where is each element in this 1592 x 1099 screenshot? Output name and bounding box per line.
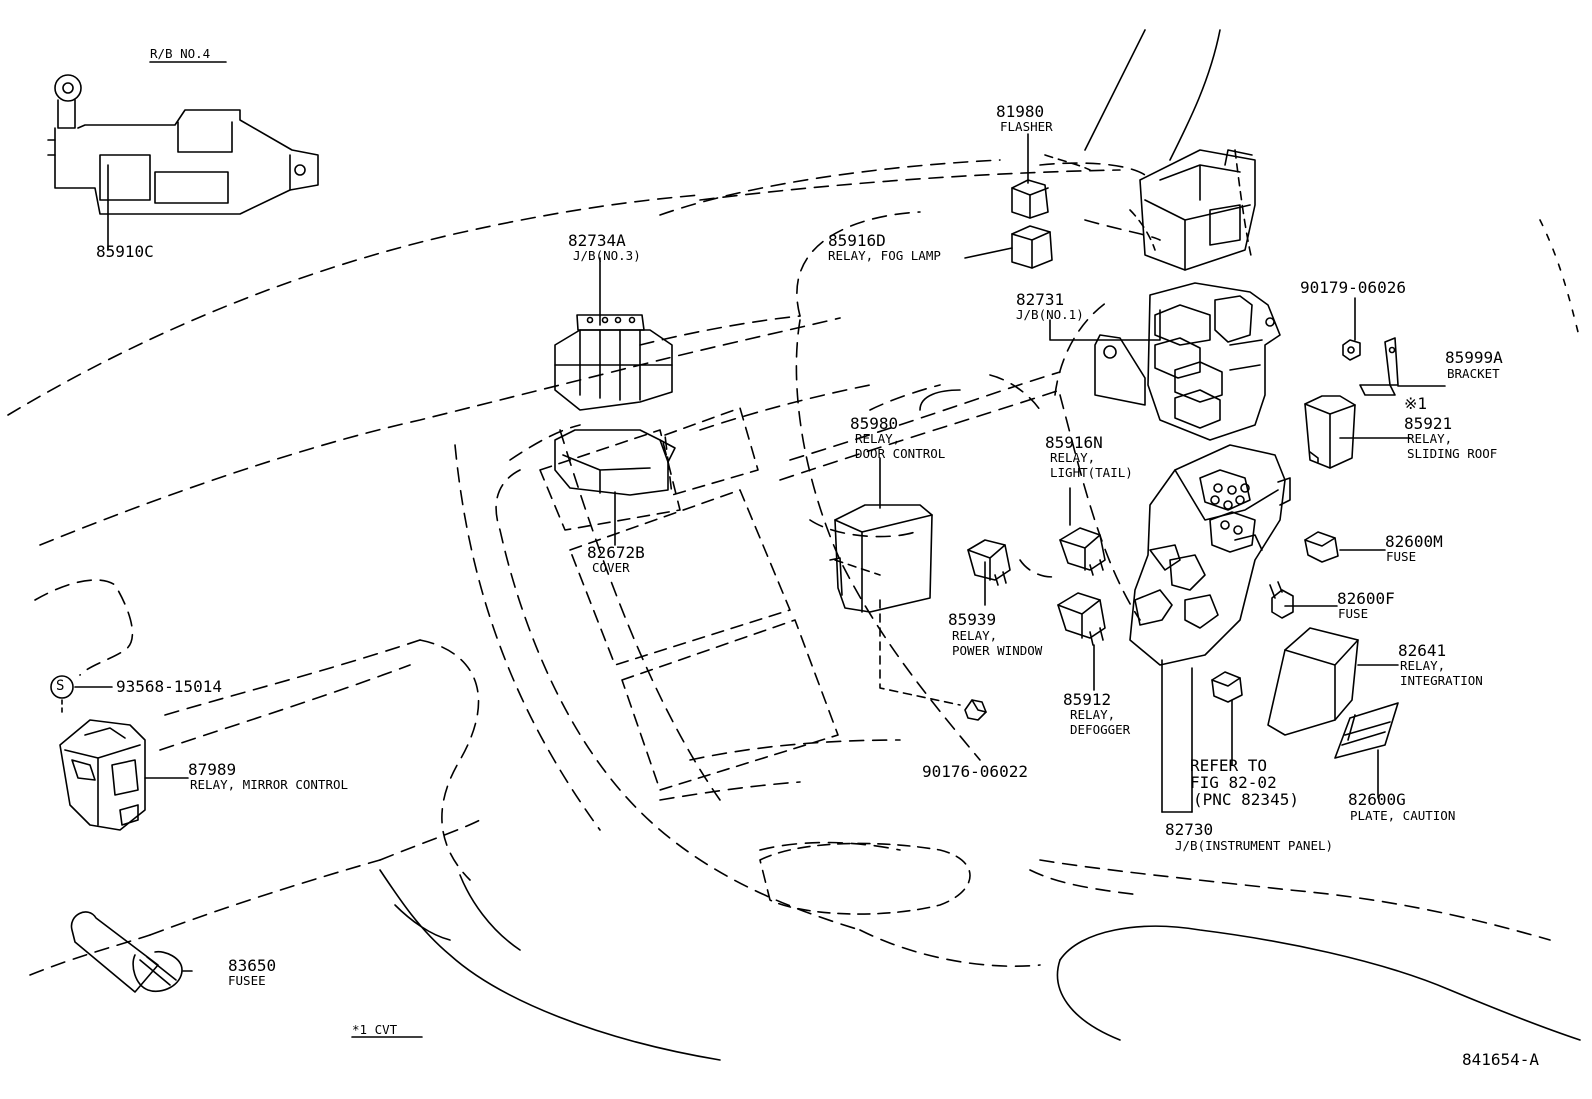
part-number-82731: 82731 [1016,290,1065,309]
dashed-leaders [834,149,1253,706]
bracket-85999a [1359,337,1399,396]
desc-87989: RELAY, MIRROR CONTROL [190,777,349,792]
desc-85916n-line2: LIGHT(TAIL) [1050,465,1133,480]
tail-light-relay-85916n [1059,527,1106,576]
part-number-87989: 87989 [188,760,237,779]
integration-relay-82641 [1267,627,1359,736]
desc-85921-line2: SLIDING ROOF [1407,446,1498,461]
panel-boxes [539,407,971,915]
fog-lamp-relay-85916d [1011,225,1053,269]
caution-plate-82600g [1334,702,1399,759]
desc-85921-line1: RELAY, [1407,431,1453,446]
part-number-82730: 82730 [1165,820,1214,839]
fuse-82600m [1304,531,1339,563]
note-marker-85921: ※1 [1404,394,1428,413]
part-number-90176: 90176-06022 [922,762,1028,781]
upper-junction-cluster [1139,149,1256,271]
desc-85912-line2: DEFOGGER [1070,722,1131,737]
part-number-82734a: 82734A [568,231,626,250]
screw-93568 [50,675,74,699]
desc-82600f: FUSE [1338,606,1369,621]
desc-85980-line1: RELAY, [855,431,901,446]
part-number-83650: 83650 [228,956,277,975]
figure-number: 841654-A [1462,1050,1540,1069]
clip-90176 [964,699,987,721]
desc-82734a: J/B(NO.3) [573,248,641,263]
dash-shell-lines [379,29,1581,1061]
cover-82672b [554,429,676,496]
door-control-relay-85980 [829,504,933,613]
desc-82672b: COVER [592,560,630,575]
part-number-85980: 85980 [850,414,899,433]
power-window-relay-85939 [967,539,1011,586]
part-number-82600f: 82600F [1337,589,1395,608]
desc-82600m: FUSE [1386,549,1417,564]
dashboard-outline [7,159,1551,976]
leader-lines [61,133,1446,972]
desc-81980: FLASHER [1000,119,1053,134]
desc-85916d: RELAY, FOG LAMP [828,248,941,263]
defogger-relay-85912 [1057,592,1106,646]
connector-82345 [1211,671,1243,703]
desc-82641-line1: RELAY, [1400,658,1446,673]
desc-85939-line1: RELAY, [952,628,998,643]
part-number-85939: 85939 [948,610,997,629]
rb-no4-title: R/B NO.4 [150,46,211,61]
part-number-82672b: 82672B [587,543,645,562]
desc-83650: FUSEE [228,973,266,988]
desc-82600g: PLATE, CAUTION [1350,808,1456,823]
instrument-panel-junction-block [1129,444,1291,666]
part-number-90179: 90179-06026 [1300,278,1406,297]
refer-line1: REFER TO [1190,756,1268,775]
part-number-85916n: 85916N [1045,433,1103,452]
desc-82641-line2: INTEGRATION [1400,673,1483,688]
cvt-note: *1 CVT [352,1022,398,1037]
part-number-85921: 85921 [1404,414,1453,433]
relay-block-no4 [47,74,319,215]
part-number-93568: 93568-15014 [116,677,222,696]
junction-block-no3 [554,314,673,411]
part-number-85912: 85912 [1063,690,1112,709]
part-number-85910c: 85910C [96,242,154,261]
desc-85939-line2: POWER WINDOW [952,643,1043,658]
part-number-85916d: 85916D [828,231,886,250]
refer-line2: FIG 82-02 [1190,773,1277,792]
screw-symbol: S [56,678,65,694]
desc-85912-line1: RELAY, [1070,707,1116,722]
part-number-81980: 81980 [996,102,1045,121]
fusee-83650 [70,911,183,993]
junction-block-no1 [1094,282,1281,441]
part-number-85999a: 85999A [1445,348,1503,367]
flasher-81980 [1011,179,1049,219]
desc-82730: J/B(INSTRUMENT PANEL) [1175,838,1334,853]
part-number-82600g: 82600G [1348,790,1406,809]
nut-90179 [1342,339,1361,361]
desc-85999a: BRACKET [1447,366,1500,381]
mirror-control-relay-87989 [59,719,146,831]
sliding-roof-relay-85921 [1304,395,1356,469]
desc-85980-line2: DOOR CONTROL [855,446,946,461]
refer-line3: (PNC 82345) [1193,790,1299,809]
part-number-82641: 82641 [1398,641,1447,660]
fuse-82600f [1269,581,1294,619]
desc-82731: J/B(NO.1) [1016,307,1084,322]
desc-85916n-line1: RELAY, [1050,450,1096,465]
part-number-82600m: 82600M [1385,532,1443,551]
